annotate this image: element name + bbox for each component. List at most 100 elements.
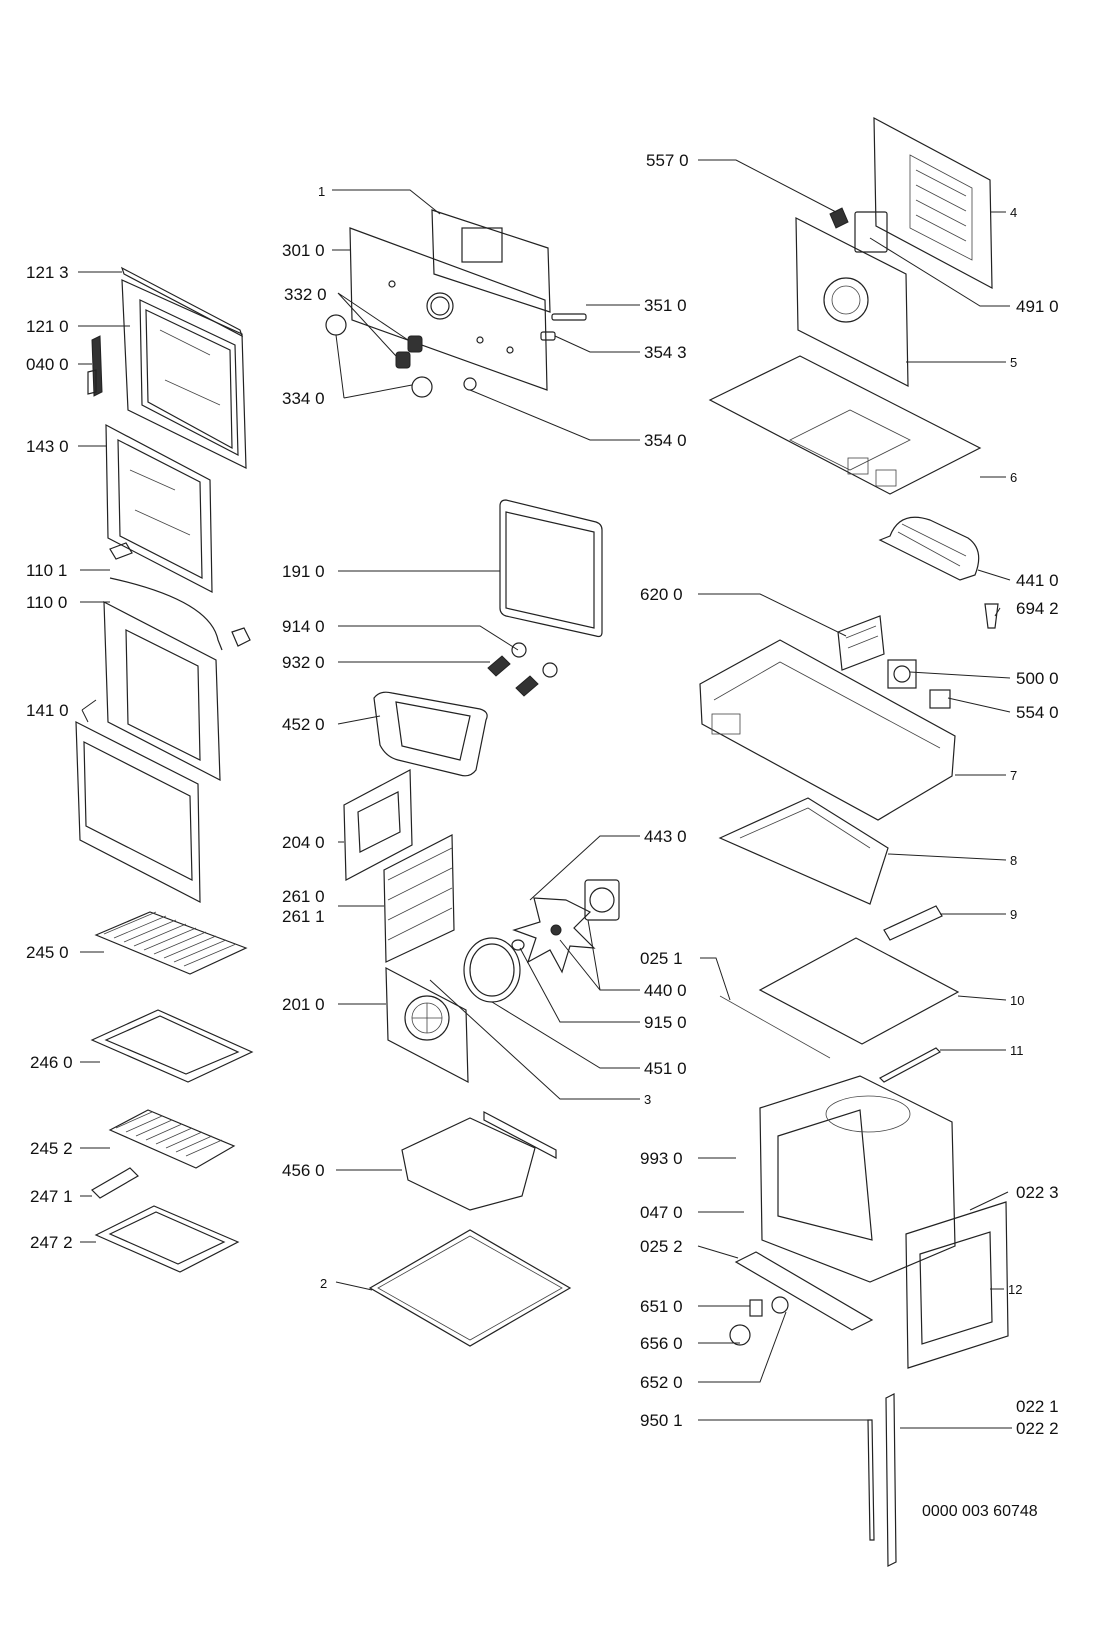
label-656-0: 656 0 (640, 1334, 683, 1353)
leader-lines (78, 159, 1012, 1429)
label-110-1: 110 1 (26, 561, 67, 580)
label-247-1: 247 1 (30, 1187, 73, 1206)
shelf-runner (383, 834, 455, 963)
label-2: 2 (320, 1276, 327, 1291)
switch-components (887, 659, 951, 709)
label-443-0: 443 0 (644, 827, 687, 846)
label-245-2: 245 2 (30, 1139, 73, 1158)
grill-element-lower (401, 1111, 557, 1211)
label-557-0: 557 0 (646, 151, 689, 170)
label-932-0: 932 0 (282, 653, 325, 672)
bottom-plate (368, 1229, 572, 1347)
label-694-2: 694 2 (1016, 599, 1059, 618)
fan-spacer (511, 939, 525, 951)
label-652-0: 652 0 (640, 1373, 683, 1392)
label-121-3: 121 3 (26, 263, 69, 282)
label-022-2: 022 2 (1016, 1419, 1059, 1438)
label-246-0: 246 0 (30, 1053, 73, 1072)
circular-heater (463, 937, 521, 1003)
label-554-0: 554 0 (1016, 703, 1059, 722)
door-hinge (87, 335, 103, 397)
label-110-0: 110 0 (26, 593, 67, 612)
lamp-parts (729, 1296, 789, 1346)
drawing-code: 0000 003 60748 (922, 1503, 1038, 1520)
label-6: 6 (1010, 470, 1017, 485)
rail-strip (879, 1047, 941, 1083)
door-handle-rod (109, 577, 251, 651)
label-025-1: 025 1 (640, 949, 683, 968)
label-12: 12 (1008, 1282, 1022, 1297)
drip-pan (94, 1205, 240, 1273)
side-rail-strips (734, 1251, 897, 1567)
label-914-0: 914 0 (282, 617, 325, 636)
label-3: 3 (644, 1092, 651, 1107)
label-10: 10 (1010, 993, 1024, 1008)
label-022-3: 022 3 (1016, 1183, 1059, 1202)
rear-panel (873, 116, 993, 290)
label-245-0: 245 0 (26, 943, 69, 962)
side-rail-bracket (343, 769, 413, 881)
baking-tray (90, 1009, 254, 1083)
label-121-0: 121 0 (26, 317, 69, 336)
label-451-0: 451 0 (644, 1059, 687, 1078)
inner-door-frame (121, 279, 247, 469)
label-915-0: 915 0 (644, 1013, 687, 1032)
base-support-frame (718, 797, 889, 905)
control-knobs (325, 313, 587, 398)
wire-shelf-grid (94, 911, 248, 975)
label-191-0: 191 0 (282, 562, 325, 581)
fan-motor (584, 879, 620, 921)
control-panel-fascia (349, 227, 548, 391)
label-491-0: 491 0 (1016, 297, 1059, 316)
label-351-0: 351 0 (644, 296, 687, 315)
small-bracket (883, 905, 943, 941)
label-022-1: 022 1 (1016, 1397, 1059, 1416)
label-334-0: 334 0 (282, 389, 325, 408)
cooling-fan (878, 516, 999, 629)
heating-element-top (373, 642, 558, 777)
control-panel-bracket (431, 209, 551, 313)
label-620-0: 620 0 (640, 585, 683, 604)
back-panel-frame (795, 217, 909, 387)
label-204-0: 204 0 (282, 833, 325, 852)
label-11: 11 (1010, 1043, 1024, 1058)
fan-blade (512, 897, 596, 974)
rear-fan-cover (385, 966, 469, 1084)
label-441-0: 441 0 (1016, 571, 1059, 590)
label-651-0: 651 0 (640, 1297, 683, 1316)
door-gasket (499, 499, 603, 638)
label-261-0: 261 0 (282, 887, 325, 906)
label-452-0: 452 0 (282, 715, 325, 734)
door-bracket-upper (109, 542, 133, 560)
label-201-0: 201 0 (282, 995, 325, 1014)
label-143-0: 143 0 (26, 437, 69, 456)
part-labels: 121 3 121 0 040 0 143 0 110 1 110 0 141 … (26, 151, 1059, 1438)
label-456-0: 456 0 (282, 1161, 325, 1180)
terminal-block (837, 615, 885, 671)
rack-handle (91, 1167, 139, 1199)
label-7: 7 (1010, 768, 1017, 783)
label-047-0: 047 0 (640, 1203, 683, 1222)
top-cover (708, 355, 982, 495)
label-354-0: 354 0 (644, 431, 687, 450)
label-332-0: 332 0 (284, 285, 327, 304)
main-housing-tray (699, 639, 956, 821)
label-1: 1 (318, 184, 325, 199)
label-141-0: 141 0 (26, 701, 69, 720)
label-301-0: 301 0 (282, 241, 325, 260)
label-440-0: 440 0 (644, 981, 687, 1000)
cavity-side-panel (905, 1201, 1009, 1369)
label-4: 4 (1010, 205, 1017, 220)
label-8: 8 (1010, 853, 1017, 868)
label-5: 5 (1010, 355, 1017, 370)
label-9: 9 (1010, 907, 1017, 922)
label-247-2: 247 2 (30, 1233, 73, 1252)
label-950-1: 950 1 (640, 1411, 683, 1430)
thermostat-housing (829, 207, 888, 253)
oven-cavity (759, 1075, 956, 1283)
label-025-2: 025 2 (640, 1237, 683, 1256)
label-993-0: 993 0 (640, 1149, 683, 1168)
label-261-1: 261 1 (282, 907, 325, 926)
inner-glass-panel (105, 423, 213, 593)
label-040-0: 040 0 (26, 355, 69, 374)
